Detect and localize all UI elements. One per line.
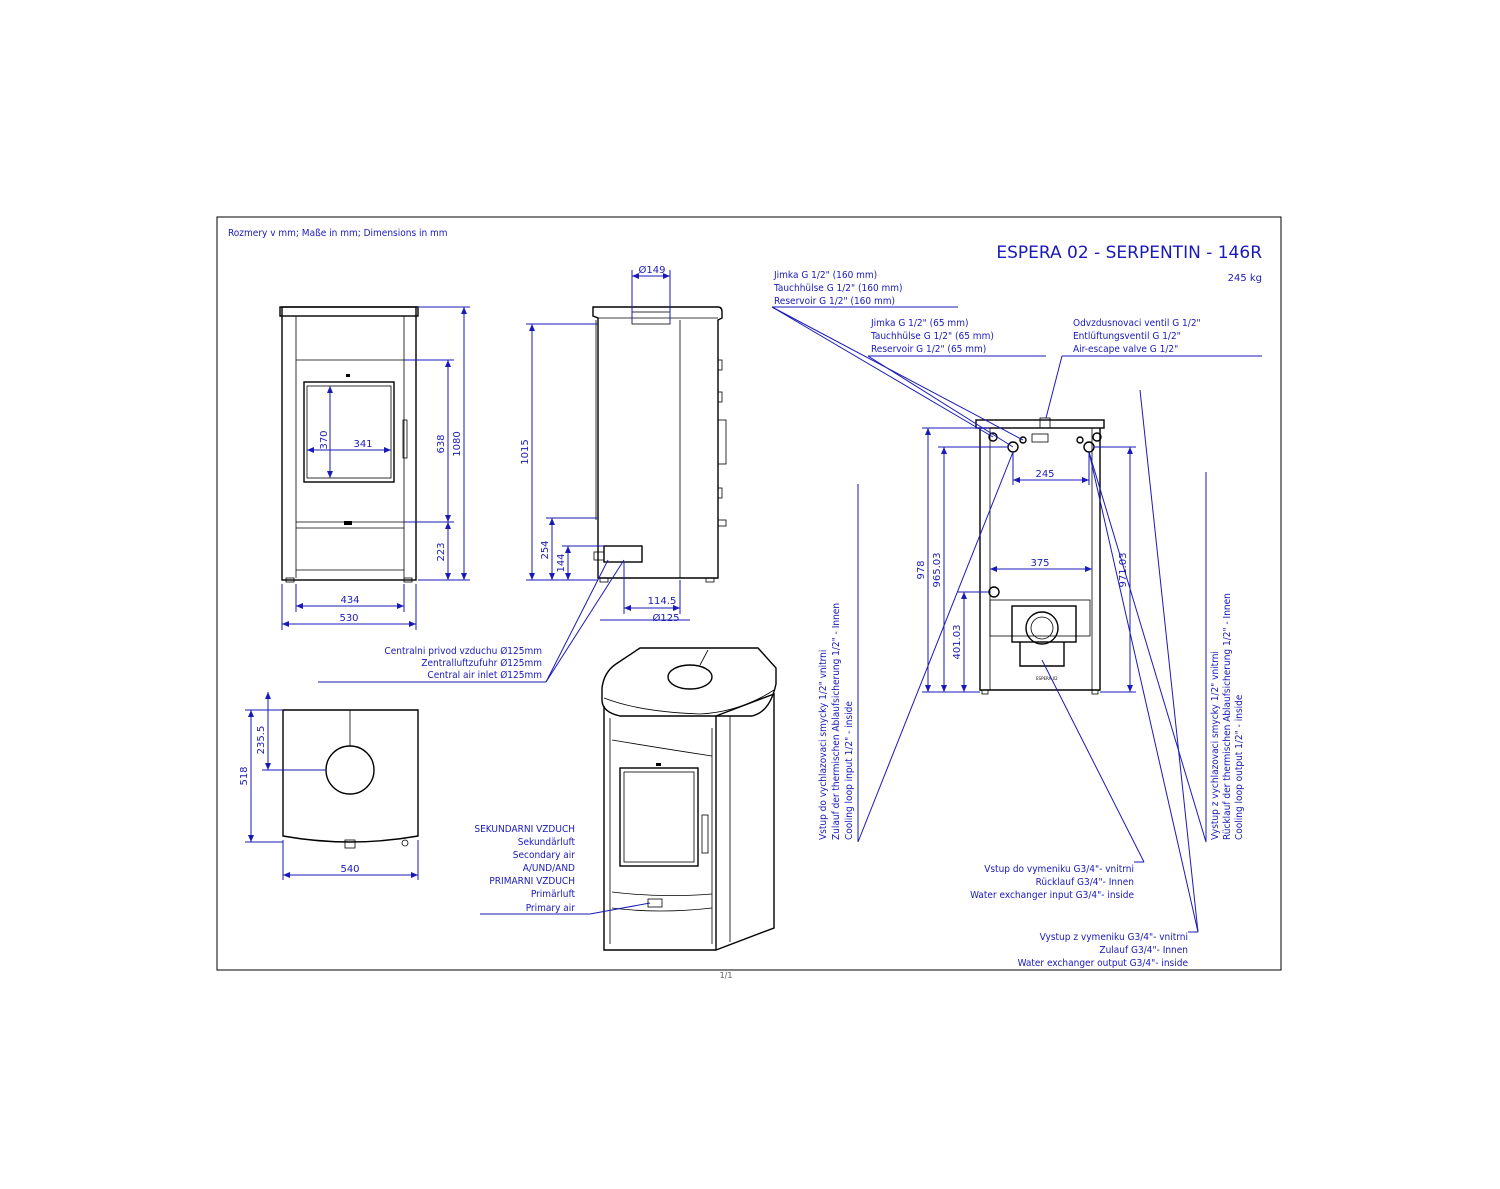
- dim-978: 978: [916, 560, 927, 579]
- dim-375: 375: [1030, 558, 1049, 569]
- exin-cz: Vstup do vymeniku G3/4"- vnitrni: [984, 864, 1134, 875]
- jimka-65-callout: Jimka G 1/2" (65 mm) Tauchhülse G 1/2" (…: [867, 318, 1046, 448]
- rear-dimensions: 245 375 978 965.03 401.03 971.03: [916, 427, 1136, 693]
- rear-view: ESPERA 02: [975, 417, 1105, 695]
- cool-in-cz: Vstup do vychlazovaci smycky 1/2" vnitrn…: [818, 650, 829, 840]
- dim-144: 144: [556, 553, 567, 572]
- page-number: 1/1: [720, 971, 733, 980]
- cool-out-cz: Vystup z vychlazovaci smycky 1/2" vnitrn…: [1210, 651, 1221, 840]
- jimka160-en: Reservoir G 1/2" (160 mm): [774, 296, 895, 307]
- dim-638: 638: [436, 434, 447, 453]
- drawing-title: ESPERA 02 - SERPENTIN - 146R: [996, 243, 1262, 263]
- sec-en: Secondary air: [513, 850, 576, 861]
- jimka65-en: Reservoir G 1/2" (65 mm): [871, 344, 986, 355]
- central-air-cz: Centralni privod vzduchu Ø125mm: [384, 645, 542, 657]
- dim-245: 245: [1035, 469, 1054, 480]
- dim-341: 341: [353, 439, 372, 450]
- dim-254: 254: [540, 540, 551, 559]
- dim-540: 540: [340, 864, 359, 875]
- air-valve-callout: Odvzdusnovaci ventil G 1/2" Entlüftungsv…: [1045, 318, 1262, 419]
- exchanger-in-callout: Vstup do vymeniku G3/4"- vnitrni Rücklau…: [970, 659, 1145, 901]
- exin-en: Water exchanger input G3/4"- inside: [970, 890, 1134, 901]
- sheet-border: [216, 216, 1282, 971]
- exin-de: Rücklauf G3/4"- Innen: [1036, 877, 1134, 888]
- dim-530: 530: [339, 613, 358, 624]
- and-label: A/UND/AND: [523, 863, 575, 874]
- top-dimensions: 235.5 518 540: [239, 692, 419, 880]
- front-dimensions: 370 341 434 530 638 1080 223: [281, 306, 470, 630]
- dim-370: 370: [319, 430, 330, 449]
- valve-de: Entlüftungsventil G 1/2": [1073, 331, 1181, 342]
- prim-de: Primärluft: [531, 889, 576, 900]
- dim-434: 434: [340, 595, 359, 606]
- jimka65-de: Tauchhülse G 1/2" (65 mm): [870, 331, 994, 342]
- dim-518: 518: [239, 766, 250, 785]
- valve-en: Air-escape valve G 1/2": [1073, 344, 1178, 355]
- front-view: [279, 306, 419, 583]
- nameplate: ESPERA 02: [1036, 676, 1058, 681]
- jimka-160-callout: Jimka G 1/2" (160 mm) Tauchhülse G 1/2" …: [771, 270, 1024, 441]
- dim-223: 223: [436, 542, 447, 561]
- dim-401: 401.03: [952, 625, 963, 660]
- cool-in-de: Zulauf der thermischen Ablaufsicherung 1…: [831, 603, 842, 840]
- prim-en: Primary air: [526, 903, 576, 914]
- dim-1080: 1080: [452, 431, 463, 456]
- exout-de: Zulauf G3/4"- Innen: [1099, 945, 1188, 956]
- exchanger-out-callout: Vystup z vymeniku G3/4"- vnitrni Zulauf …: [1018, 389, 1199, 969]
- cooling-out-callout: Vystup z vychlazovaci smycky 1/2" vnitrn…: [1088, 451, 1245, 843]
- jimka65-cz: Jimka G 1/2" (65 mm): [870, 318, 968, 329]
- dim-971: 971.03: [1118, 553, 1129, 588]
- exout-en: Water exchanger output G3/4"- inside: [1018, 958, 1189, 969]
- units-note: Rozmery v mm; Maße in mm; Dimensions in …: [228, 228, 448, 239]
- cool-out-de: Rücklauf der thermischen Ablaufsicherung…: [1222, 593, 1233, 840]
- sec-cz: SEKUNDARNI VZDUCH: [474, 824, 575, 835]
- valve-cz: Odvzdusnovaci ventil G 1/2": [1073, 318, 1201, 329]
- dim-235-5: 235.5: [256, 726, 267, 755]
- central-air-callout: Centralni privod vzduchu Ø125mm Zentrall…: [318, 559, 625, 683]
- cool-out-en: Cooling loop output 1/2" - inside: [1234, 694, 1245, 840]
- dim-114-5: 114.5: [648, 596, 677, 607]
- prim-cz: PRIMARNI VZDUCH: [489, 876, 575, 887]
- sec-de: Sekundärluft: [518, 837, 576, 848]
- weight-label: 245 kg: [1228, 273, 1262, 284]
- cooling-in-callout: Vstup do vychlazovaci smycky 1/2" vnitrn…: [818, 451, 1014, 843]
- central-air-en: Central air inlet Ø125mm: [427, 669, 542, 681]
- dim-125: Ø125: [653, 612, 680, 624]
- central-air-de: Zentralluftzufuhr Ø125mm: [421, 657, 542, 669]
- cool-in-en: Cooling loop input 1/2" - inside: [844, 701, 855, 840]
- side-view: [592, 306, 727, 583]
- dim-1015: 1015: [520, 439, 531, 464]
- side-dimensions: Ø149 1015 254 144 114.5 Ø125: [520, 264, 690, 624]
- exout-cz: Vystup z vymeniku G3/4"- vnitrni: [1040, 932, 1188, 943]
- jimka160-cz: Jimka G 1/2" (160 mm): [773, 270, 877, 281]
- secondary-primary-callout: SEKUNDARNI VZDUCH Sekundärluft Secondary…: [474, 824, 651, 915]
- isometric-view: [601, 647, 777, 951]
- dim-149: Ø149: [639, 264, 666, 276]
- jimka160-de: Tauchhülse G 1/2" (160 mm): [773, 283, 903, 294]
- top-view: [282, 709, 419, 849]
- dim-965: 965.03: [932, 553, 943, 588]
